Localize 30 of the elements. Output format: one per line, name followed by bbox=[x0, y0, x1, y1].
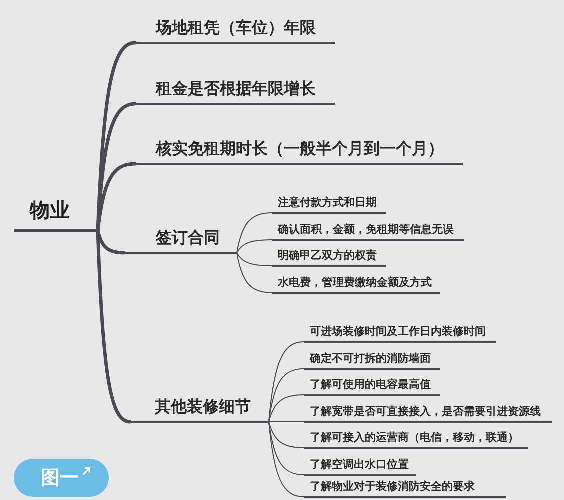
branch-line bbox=[268, 342, 304, 422]
branch-line bbox=[236, 240, 272, 254]
mindmap-topic: 注意付款方式和日期 bbox=[272, 194, 386, 214]
branch-line bbox=[236, 252, 272, 294]
mindmap-topic: 明确甲乙双方的权责 bbox=[272, 247, 386, 267]
mindmap-topic: 场地租凭（车位）年限 bbox=[135, 14, 335, 44]
mindmap-topic: 确认面积，金额，免租期等信息无误 bbox=[272, 221, 464, 241]
mindmap-topic: 水电费，管理费缴纳金额及方式 bbox=[272, 274, 440, 294]
branch-line bbox=[268, 394, 304, 422]
branch-line bbox=[268, 422, 304, 498]
mindmap-topic: 签订合同 bbox=[124, 224, 237, 254]
tag-text: 图一 bbox=[41, 468, 79, 488]
mindmap-topic: 了解可接入的运营商（电信，移动，联通） bbox=[304, 429, 528, 449]
branch-line bbox=[268, 422, 304, 476]
branch-line bbox=[268, 368, 304, 422]
mindmap-topic: 了解可使用的电容最高值 bbox=[304, 376, 440, 396]
branch-line bbox=[96, 229, 132, 424]
mindmap-topic: 确定不可打拆的消防墙面 bbox=[304, 350, 440, 370]
branch-line bbox=[236, 252, 272, 266]
mindmap-topic: 了解空调出水口位置 bbox=[304, 456, 416, 476]
mindmap-topic: 租金是否根据年限增长 bbox=[135, 75, 335, 105]
mindmap-topic: 物业 bbox=[14, 190, 98, 232]
branch-line bbox=[96, 162, 137, 233]
branch-line bbox=[268, 422, 304, 448]
mindmap-topic: 可进场装修时间及工作日内装修时间 bbox=[304, 323, 496, 343]
mindmap-topic: 了解宽带是否可直接接入，是否需要引进资源线 bbox=[304, 403, 552, 423]
mindmap-topic: 了解物业对于装修消防安全的要求 bbox=[304, 479, 506, 498]
branch-line bbox=[236, 212, 272, 254]
mindmap-topic: 核实免租期时长（一般半个月到一个月） bbox=[135, 135, 463, 165]
mindmap-topic: 其他装修细节 bbox=[130, 393, 269, 423]
